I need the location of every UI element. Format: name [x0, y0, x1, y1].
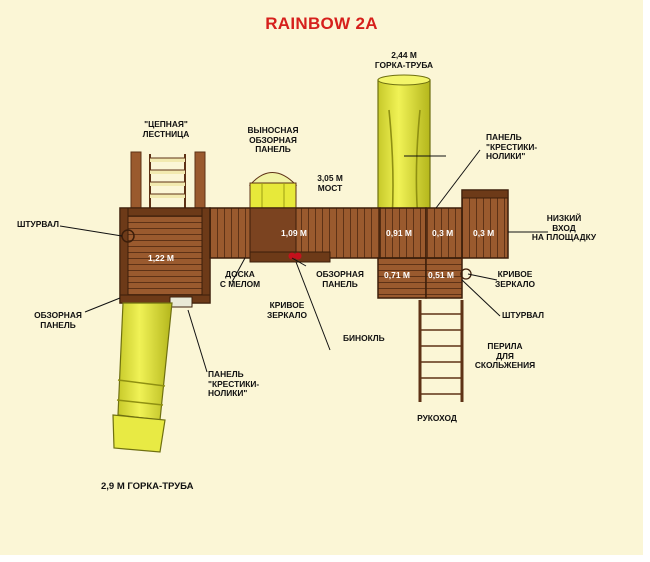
dimension-1: 1,22 М [148, 253, 174, 263]
bridge [209, 207, 381, 263]
playground-drawing [59, 74, 548, 453]
chain-ladder [130, 151, 206, 211]
tube-slide-bottom [112, 302, 173, 453]
right-tower [377, 189, 509, 299]
bottom-border [0, 555, 650, 562]
label-curved-mirror-mid: КРИВОЕ ЗЕРКАЛО [266, 300, 308, 320]
dimension-3: 0,91 М [386, 228, 412, 238]
label-rails: ПЕРИЛА ДЛЯ СКОЛЬЖЕНИЯ [474, 341, 536, 370]
dimension-5: 0,3 М [473, 228, 495, 238]
label-tube-bottom: 2,9 М ГОРКА-ТРУБА [101, 481, 194, 492]
label-monkey-bars: РУКОХОД [417, 413, 457, 423]
label-chain-ladder: "ЦЕПНАЯ" ЛЕСТНИЦА [142, 119, 190, 139]
dimension-2: 1,09 М [281, 228, 307, 238]
right-border [643, 0, 650, 562]
dimension-6: 0,71 М [384, 270, 410, 280]
page-title: RAINBOW 2A [265, 14, 378, 33]
label-tictactoe-top: ПАНЕЛЬ "КРЕСТИКИ- НОЛИКИ" [486, 132, 538, 161]
label-tictactoe-bottom: ПАНЕЛЬ "КРЕСТИКИ- НОЛИКИ" [208, 369, 260, 398]
lookout-dome [248, 172, 298, 212]
label-steering-right: ШТУРВАЛ [502, 310, 544, 320]
leader-lines [59, 149, 548, 373]
label-lookout-panel: ВЫНОСНАЯ ОБЗОРНАЯ ПАНЕЛЬ [247, 125, 299, 154]
label-tube-top: 2,44 М ГОРКА-ТРУБА [374, 50, 434, 70]
label-curved-mirror-right: КРИВОЕ ЗЕРКАЛО [494, 269, 536, 289]
label-binoculars: БИНОКЛЬ [343, 333, 385, 343]
label-steering-left: ШТУРВАЛ [17, 219, 59, 229]
dimension-4: 0,3 М [432, 228, 454, 238]
label-bridge: 3,05 М МОСТ [317, 173, 343, 193]
dimension-7: 0,51 М [428, 270, 454, 280]
label-view-panel-mid: ОБЗОРНАЯ ПАНЕЛЬ [316, 269, 364, 289]
label-view-panel-left: ОБЗОРНАЯ ПАНЕЛЬ [34, 310, 82, 330]
tube-slide-top [377, 74, 431, 221]
monkey-bars [418, 300, 464, 402]
label-low-entry: НИЗКИЙ ВХОД НА ПЛОЩАДКУ [531, 213, 597, 242]
label-chalkboard: ДОСКА С МЕЛОМ [219, 269, 261, 289]
